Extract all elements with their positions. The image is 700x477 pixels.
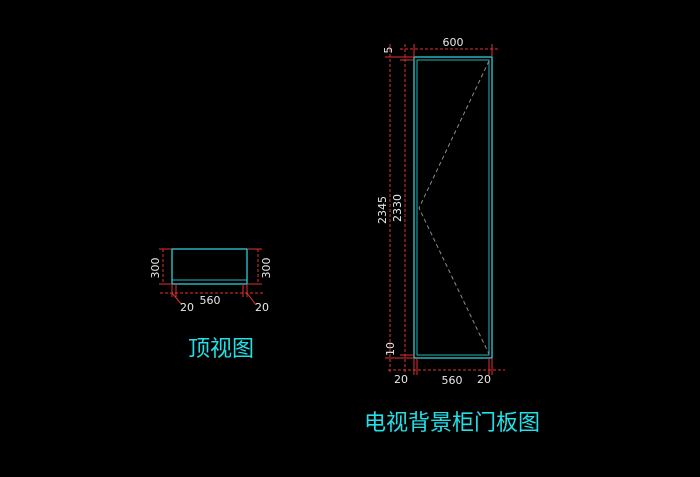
top-view-dim-bottom-right: 20: [255, 301, 269, 314]
top-view-leader-right: [246, 292, 257, 306]
top-view-caption: 顶视图: [188, 337, 254, 362]
top-view-outline: [171, 248, 248, 285]
top-view-dim-bottom: 560: [200, 294, 221, 307]
door-dim-bottom-width: 560: [442, 374, 463, 387]
door-panel-inner-outline: [416, 59, 490, 356]
top-view-dim-bottom-left: 20: [180, 301, 194, 314]
door-panel-drawing: 600 2345 2330 5 10 560 20 20 电视背景柜门板图: [364, 36, 540, 436]
door-panel-caption: 电视背景柜门板图: [364, 411, 540, 436]
door-panel-outer-outline: [413, 56, 493, 359]
door-dim-top-offset: 5: [382, 47, 395, 54]
door-dim-bottom-offset: 10: [384, 342, 397, 356]
door-dim-bottom-right: 20: [477, 373, 491, 386]
top-view-leader-left: [171, 292, 183, 306]
door-dim-bottom-left: 20: [394, 373, 408, 386]
door-dim-top-width: 600: [443, 36, 464, 49]
door-swing-lines: [418, 60, 490, 355]
top-view-drawing: 300 300 560 20 20 顶视图: [149, 248, 273, 362]
top-view-dim-right: 300: [260, 258, 273, 279]
top-view-dim-left: 300: [149, 258, 162, 279]
door-dim-inner-height: 2330: [391, 194, 404, 222]
door-dim-outer-height: 2345: [376, 196, 389, 224]
top-view-door-strip: [171, 279, 248, 285]
